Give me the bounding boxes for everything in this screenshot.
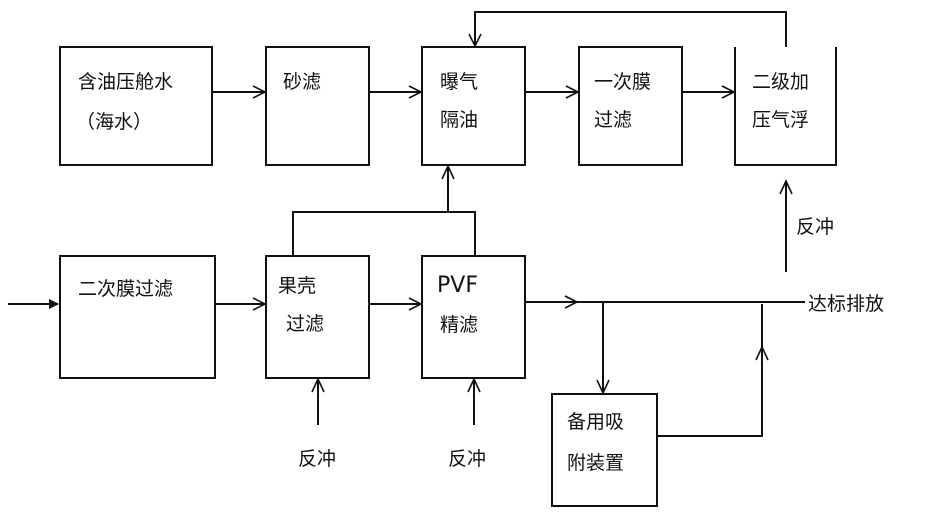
box-oily-ballast-water-label-1: 含油压舱水 <box>78 71 173 93</box>
flow-backup-return <box>657 304 763 437</box>
arrowhead-recycle-in <box>468 33 482 48</box>
arrowhead-aeration-bottom <box>441 164 455 180</box>
box-primary-membrane-label-1: 一次膜 <box>594 71 651 93</box>
box-backup-adsorption-label-1: 备用吸 <box>567 411 624 433</box>
arrowhead-shell-in <box>252 297 267 311</box>
box-pvf-label-1: PVF <box>437 273 478 298</box>
box-secondary-membrane-label: 二次膜过滤 <box>78 278 173 300</box>
arrowhead-aeration-in <box>408 85 423 99</box>
box-aeration-label-1: 曝气 <box>440 71 478 93</box>
label-backwash-flotation: 反冲 <box>796 216 834 238</box>
arrowhead-sand-in <box>252 85 267 99</box>
box-shell-filter-label-2: 过滤 <box>286 313 324 335</box>
box-primary-membrane-label-2: 过滤 <box>594 109 632 131</box>
flow-backwash-return <box>292 211 476 256</box>
arrowhead-backwash-shell <box>311 377 325 393</box>
box-oily-ballast-water-label-2: （海水） <box>76 111 152 133</box>
label-backwash-pvf: 反冲 <box>448 448 486 470</box>
box-backup-adsorption <box>551 393 658 507</box>
box-secondary-flotation-label-2: 压气浮 <box>752 109 809 131</box>
box-shell-filter <box>265 255 370 379</box>
arrowhead-backwash-pvf <box>467 377 481 393</box>
label-discharge: 达标排放 <box>808 293 884 315</box>
box-primary-membrane-filter <box>578 46 683 166</box>
box-sand-filter-label: 砂滤 <box>283 71 321 93</box>
box-secondary-flotation-label-1: 二级加 <box>752 71 809 93</box>
arrowhead-backup-in <box>596 379 610 395</box>
arrowhead-primary-in <box>565 85 580 99</box>
box-backup-adsorption-label-2: 附装置 <box>567 452 624 474</box>
arrowhead-flotation-in <box>721 85 736 99</box>
box-aeration-label-2: 隔油 <box>440 109 478 131</box>
box-pvf-fine-filter <box>421 255 526 379</box>
box-sand-filter <box>265 46 370 166</box>
arrowhead-pvf-in <box>408 297 423 311</box>
box-aeration-oil-separation <box>421 46 526 166</box>
box-pvf-label-2: 精滤 <box>440 314 478 336</box>
arrowhead-backup-return <box>755 345 769 361</box>
box-secondary-membrane-filter <box>59 255 216 379</box>
box-oily-ballast-water <box>59 46 213 166</box>
box-shell-filter-label-1: 果壳 <box>278 275 316 297</box>
flow-flotation-recycle <box>474 11 787 47</box>
arrowhead-backwash-flotation <box>779 179 793 195</box>
label-backwash-shell: 反冲 <box>298 448 336 470</box>
arrowhead-discharge <box>564 295 579 309</box>
box-secondary-flotation <box>734 47 837 166</box>
